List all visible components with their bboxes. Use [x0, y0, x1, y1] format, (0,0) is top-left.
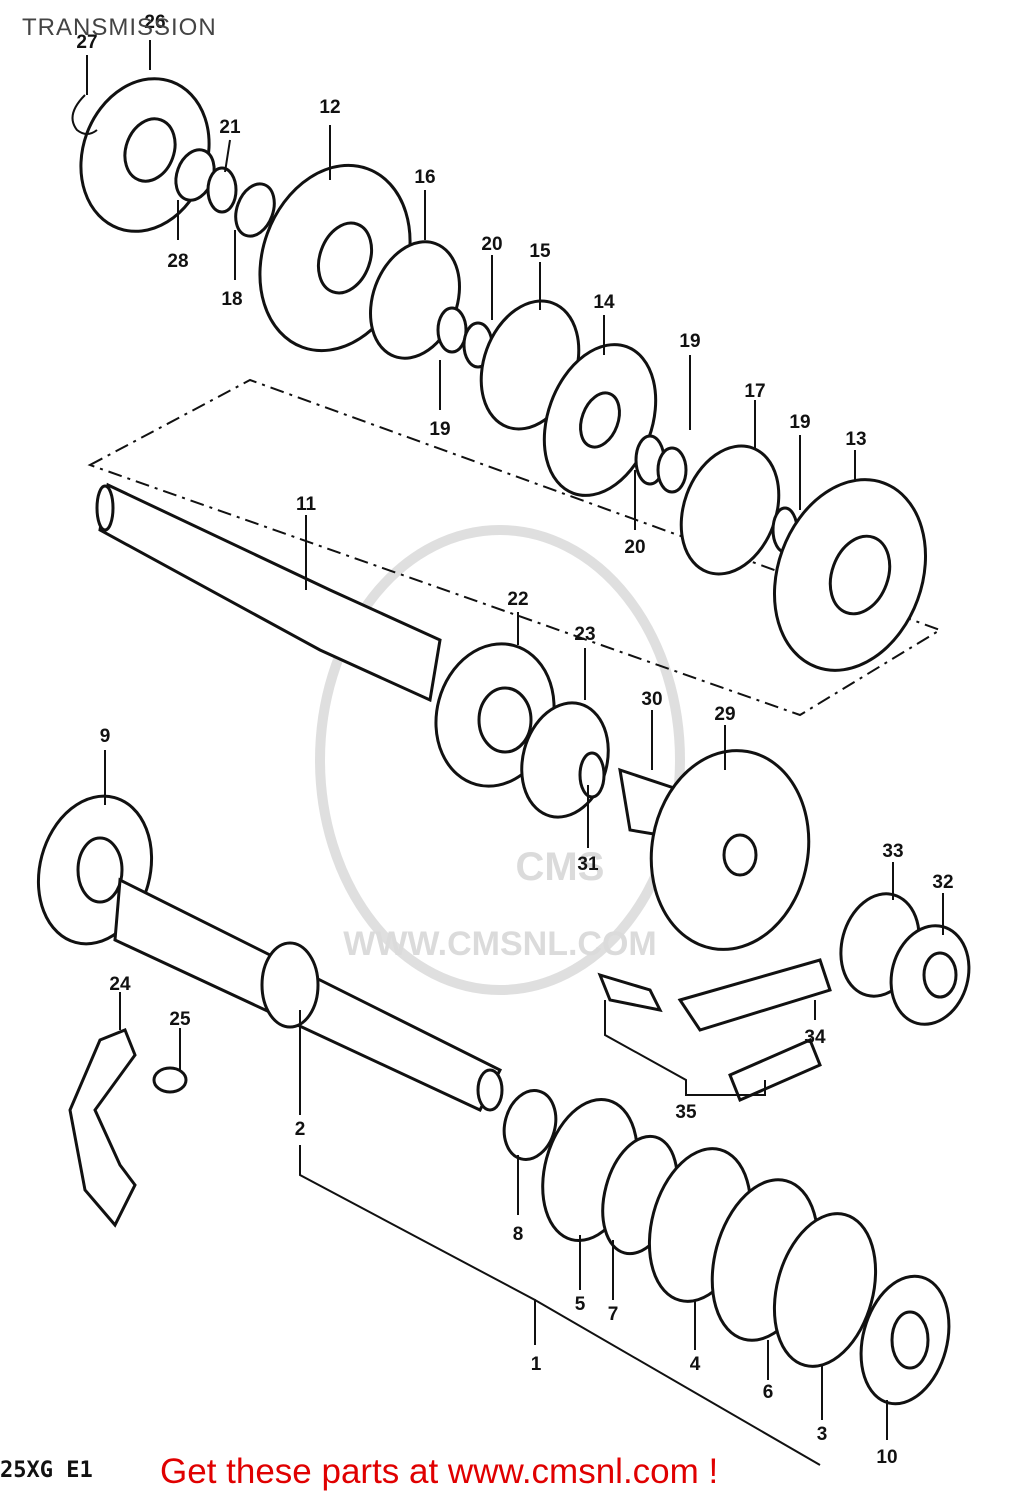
callout-label: 30 — [641, 689, 662, 710]
circlip-27 — [71, 94, 98, 135]
callout-label: 12 — [319, 97, 340, 118]
callout-label: 20 — [624, 537, 645, 558]
countershaft-group — [71, 77, 928, 703]
callout-label: 5 — [575, 1294, 586, 1315]
callout-label: 14 — [593, 292, 615, 313]
callout-label: 19 — [789, 412, 810, 433]
callout-label: 28 — [167, 251, 188, 272]
callout-label: 19 — [429, 419, 450, 440]
callout-label: 2 — [295, 1119, 306, 1140]
callout-label: 32 — [932, 872, 953, 893]
chain-joint-35 — [597, 972, 663, 1013]
watermark-logo: CMS — [516, 845, 605, 889]
callout-label: 25 — [169, 1009, 191, 1030]
washer-19b — [656, 446, 688, 494]
callout-label: 17 — [744, 381, 765, 402]
watermark: CMS WWW.CMSNL.COM — [315, 525, 685, 995]
bushing-21 — [206, 166, 238, 214]
diagram-title: TRANSMISSION — [22, 14, 217, 41]
callout-label: 31 — [577, 854, 599, 875]
washer-18 — [234, 182, 276, 238]
callout-label: 13 — [845, 429, 866, 450]
callout-label: 22 — [507, 589, 528, 610]
callout-label: 35 — [675, 1102, 697, 1123]
callout-label: 20 — [481, 234, 502, 255]
callout-label: 33 — [882, 841, 903, 862]
chain-plate — [728, 1038, 822, 1102]
screw-25 — [152, 1066, 188, 1094]
countershaft-assembly-frame — [87, 378, 943, 717]
callout-label: 7 — [608, 1304, 619, 1325]
o-ring-31 — [578, 751, 606, 799]
drive-chain-group — [597, 958, 832, 1102]
callout-label: 11 — [296, 494, 317, 515]
gear-2 — [260, 941, 320, 1029]
callout-label: 15 — [529, 241, 551, 262]
callout-label: 4 — [690, 1354, 701, 1375]
callout-label: 10 — [876, 1447, 897, 1468]
callout-label: 29 — [714, 704, 735, 725]
callout-label: 16 — [414, 167, 435, 188]
callout-label: 34 — [804, 1027, 826, 1048]
watermark-text: WWW.CMSNL.COM — [343, 925, 657, 963]
model-code: 25XG E1 — [0, 1458, 93, 1483]
callout-label: 24 — [109, 974, 131, 995]
callout-label: 23 — [574, 624, 595, 645]
chain-34 — [677, 958, 832, 1032]
mainshaft-group — [36, 794, 951, 1406]
output-group — [434, 642, 971, 1026]
callout-label: 18 — [221, 289, 242, 310]
callout-label: 6 — [763, 1382, 774, 1403]
countershaft-11 — [98, 482, 442, 703]
callout-label: 26 — [144, 12, 165, 33]
callout-label: 8 — [513, 1224, 524, 1245]
callout-label: 9 — [100, 726, 111, 747]
gear-3 — [772, 1212, 878, 1368]
callout-label: 27 — [76, 32, 97, 53]
cta-link[interactable]: Get these parts at www.cmsnl.com ! — [160, 1452, 719, 1491]
callout-label: 19 — [679, 331, 700, 352]
callout-label: 3 — [817, 1424, 828, 1445]
o-ring-8 — [502, 1089, 558, 1161]
washer-19a — [436, 306, 468, 354]
callout-label: 1 — [531, 1354, 542, 1375]
leader-lines — [86, 40, 944, 1466]
stopper-plate-24 — [68, 1028, 137, 1228]
callout-label: 21 — [219, 117, 241, 138]
